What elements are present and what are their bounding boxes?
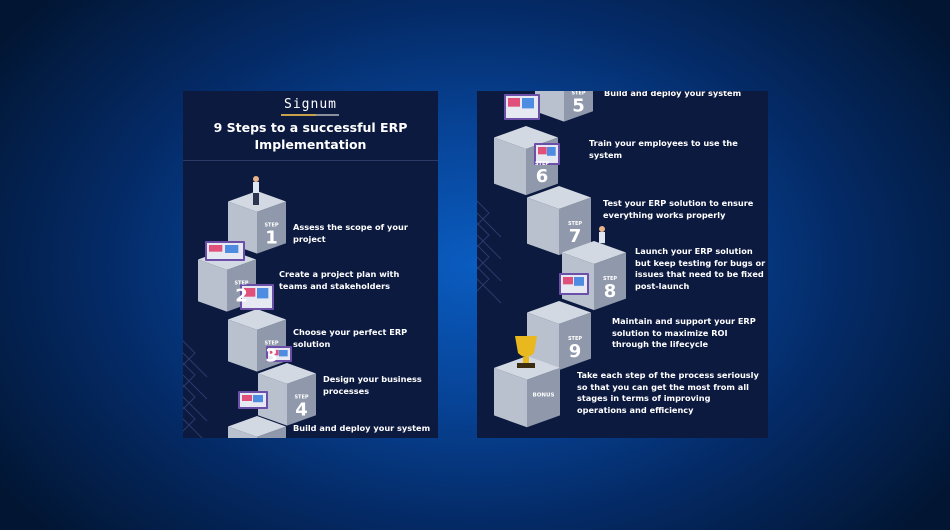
meeting-illustration xyxy=(266,346,292,362)
step-number: 1 xyxy=(265,227,278,248)
step-7-cube xyxy=(527,186,591,256)
infographic-page-left: STEP1STEP2STEP3STEP4STEP5 Signum 9 Steps… xyxy=(183,91,438,438)
cube-right-face xyxy=(559,312,591,371)
divider xyxy=(183,160,438,161)
stair-illustration: STEP1STEP2STEP3STEP4STEP5 xyxy=(183,176,316,438)
step-label: STEP xyxy=(568,221,582,227)
diamond-pattern xyxy=(477,200,502,304)
step-label: STEP xyxy=(571,91,585,96)
cube-left-face xyxy=(228,201,257,254)
step-number: 6 xyxy=(536,166,549,187)
person-icon xyxy=(253,176,259,205)
cube-top xyxy=(562,241,626,265)
step-label: BONUS xyxy=(533,392,555,398)
cube-left-face xyxy=(494,137,526,196)
step-label: STEP xyxy=(264,222,278,228)
step-number: 9 xyxy=(569,341,582,362)
step-label: STEP xyxy=(568,336,582,342)
step-number: 4 xyxy=(295,399,308,420)
step-9-cube xyxy=(527,301,591,371)
cube-top xyxy=(494,126,558,150)
step-7-text: Test your ERP solution to ensure everyth… xyxy=(603,198,754,220)
dashboard-illustration xyxy=(559,273,589,295)
cube-right-face xyxy=(257,426,286,438)
project-plan-illustration xyxy=(205,241,245,261)
cube-right-face xyxy=(287,373,316,426)
cube-right-face xyxy=(527,367,560,428)
title-line-2: Implementation xyxy=(254,137,367,152)
step-label: STEP xyxy=(535,161,549,167)
step-badge: BONUS xyxy=(533,392,555,398)
page-title: 9 Steps to a successful ERP Implementati… xyxy=(183,119,438,153)
cube-left-face xyxy=(535,91,564,122)
step-4-cube xyxy=(258,363,316,426)
bonus-cube xyxy=(494,356,560,428)
step-number: 2 xyxy=(235,285,248,306)
cube-left-face xyxy=(494,367,527,428)
cube-right-face xyxy=(257,201,286,254)
step-5-cube xyxy=(228,416,286,438)
bonus-text: Take each step of the process seriously … xyxy=(577,370,759,415)
step-5-text: Build and deploy your system xyxy=(293,423,431,433)
step-6-text: Train your employees to use the system xyxy=(589,138,738,160)
laptop-illustration xyxy=(504,94,540,120)
step-9-text: Maintain and support your ERP solution t… xyxy=(612,316,756,349)
step-number: 5 xyxy=(572,95,585,116)
step-1-text: Assess the scope of your project xyxy=(293,222,408,244)
monitor-illustration xyxy=(240,284,274,310)
title-line-1: 9 Steps to a successful ERP xyxy=(213,120,408,135)
step-4-text: Design your business processes xyxy=(323,374,422,396)
cube-left-face xyxy=(198,259,227,312)
step-label: STEP xyxy=(234,280,248,286)
step-label: STEP xyxy=(603,276,617,282)
step-8-text: Launch your ERP solution but keep testin… xyxy=(635,246,766,291)
step-number: 3 xyxy=(265,345,278,366)
cube-left-face xyxy=(228,319,257,372)
step-number: 7 xyxy=(569,226,582,247)
step-2-text: Create a project plan with teams and sta… xyxy=(279,269,400,291)
cube-top xyxy=(527,186,591,210)
step-label: STEP xyxy=(264,340,278,346)
step-5-text: Build and deploy your system xyxy=(604,91,742,98)
training-illustration xyxy=(534,143,560,165)
cube-right-face xyxy=(594,252,626,311)
cube-left-face xyxy=(527,312,559,371)
logo-underline xyxy=(281,114,339,116)
cube-right-face xyxy=(564,91,593,122)
cube-left-face xyxy=(258,373,287,426)
cube-right-face xyxy=(559,197,591,256)
trophy-icon xyxy=(515,336,537,368)
cube-left-face xyxy=(228,426,257,438)
team-illustration xyxy=(238,391,268,409)
diamond-pattern xyxy=(183,340,208,438)
cube-left-face xyxy=(527,197,559,256)
step-3-text: Choose your perfect ERP solution xyxy=(293,327,408,349)
cube-top xyxy=(527,301,591,325)
signum-logo: Signum xyxy=(284,97,337,112)
step-number: 8 xyxy=(604,281,617,302)
step-5-cube xyxy=(535,91,593,122)
step-label: STEP xyxy=(294,394,308,400)
